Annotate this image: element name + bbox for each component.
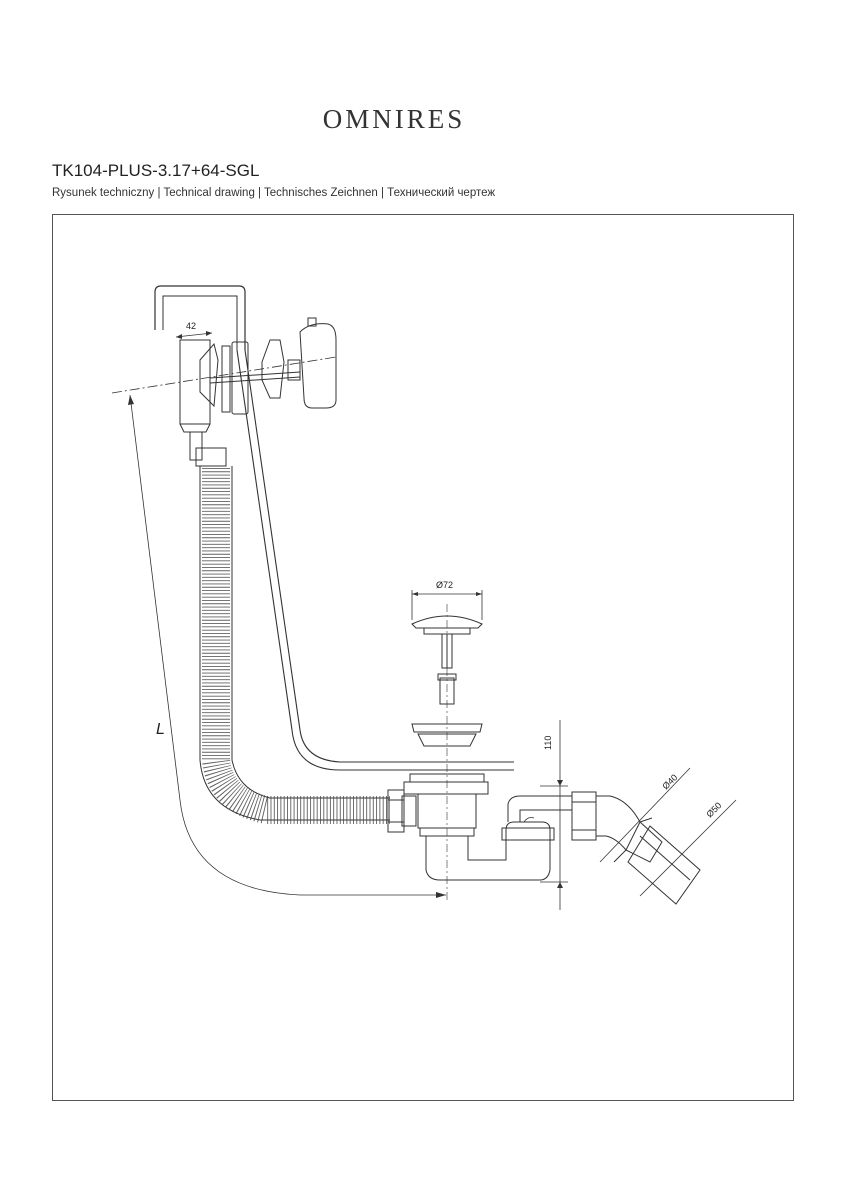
hose-connector xyxy=(387,789,417,833)
dim-42-label: 42 xyxy=(186,321,196,331)
drawing-frame xyxy=(52,214,794,1101)
model-title: TK104-PLUS-3.17+64-SGL xyxy=(52,161,260,180)
dim-72-label: Ø72 xyxy=(436,580,453,590)
overflow-assembly xyxy=(179,317,337,433)
rigid-pipe xyxy=(244,349,410,763)
overflow-axis-line xyxy=(111,356,337,394)
dim-L-label: L xyxy=(156,721,165,738)
siphon-trap xyxy=(490,791,701,905)
dim-50-label: Ø50 xyxy=(704,800,723,819)
drain-body xyxy=(360,723,514,881)
brand-logo: OMNIRES xyxy=(322,104,466,134)
length-dimension-line xyxy=(129,394,446,896)
dim-110-label: 110 xyxy=(543,736,553,750)
drawing-subtitle: Rysunek techniczny | Technical drawing |… xyxy=(52,187,496,199)
corrugated-hose xyxy=(199,466,390,824)
overflow-hook-tube xyxy=(154,285,246,350)
dim-40-label: Ø40 xyxy=(660,772,679,791)
